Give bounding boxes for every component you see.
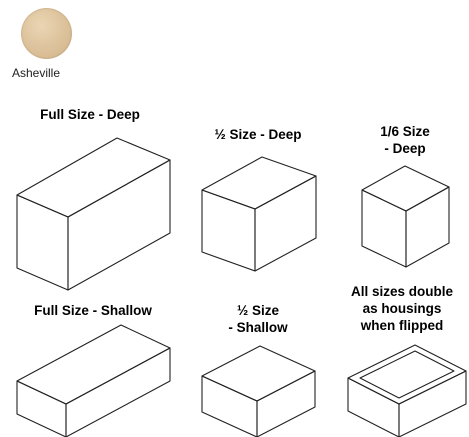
- box-full-deep: [17, 138, 170, 290]
- box-sixth-deep: [362, 166, 449, 267]
- box-half-deep: [202, 157, 316, 271]
- box-open-tray: [348, 345, 466, 437]
- box-half-shallow: [202, 346, 315, 437]
- box-full-shallow: [17, 325, 170, 437]
